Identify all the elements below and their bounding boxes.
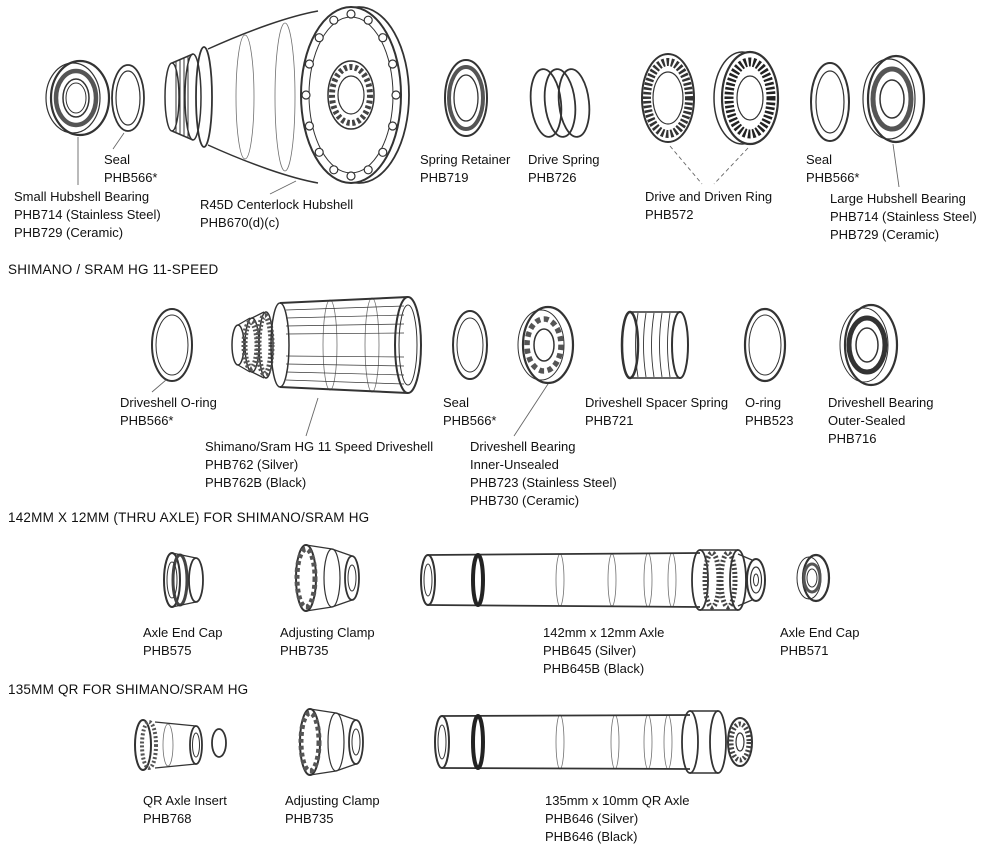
top-leader-lines	[77, 132, 900, 195]
seal-left-drawing	[111, 64, 145, 132]
driveshell-drawing	[231, 296, 422, 394]
drive-ring-drawing	[641, 53, 695, 143]
hubshell-drawing	[164, 6, 410, 184]
thru-axle-drawing	[420, 549, 766, 611]
large-hubshell-bearing-drawing	[862, 54, 926, 144]
adjusting-clamp-drawing	[294, 544, 360, 612]
axle-end-cap-left-drawing	[163, 552, 204, 608]
drive-spring-drawing	[529, 68, 591, 138]
driveshell-o-ring-drawing	[151, 308, 193, 382]
section-header-qr: 135MM QR FOR SHIMANO/SRAM HG	[8, 682, 249, 697]
section-header-driveshell: SHIMANO / SRAM HG 11-SPEED	[8, 262, 219, 277]
axle-end-cap-right-drawing	[796, 553, 831, 603]
spring-retainer-drawing	[444, 59, 488, 137]
driveshell-seal-drawing	[452, 310, 488, 380]
qr-axle-drawing	[434, 710, 753, 774]
driven-ring-drawing	[713, 50, 780, 146]
small-hubshell-bearing-drawing	[45, 59, 111, 137]
section-header-thru-axle: 142MM X 12MM (THRU AXLE) FOR SHIMANO/SRA…	[8, 510, 370, 525]
driveshell-leader-lines	[151, 379, 549, 437]
o-ring-drawing	[743, 307, 787, 383]
driveshell-bearing-outer-drawing	[839, 303, 899, 387]
driveshell-spacer-spring-drawing	[620, 310, 689, 380]
driveshell-bearing-inner-drawing	[517, 305, 575, 385]
adjusting-clamp-2-drawing	[298, 708, 364, 776]
seal-right-drawing	[810, 62, 850, 142]
qr-axle-insert-drawing	[134, 719, 227, 771]
